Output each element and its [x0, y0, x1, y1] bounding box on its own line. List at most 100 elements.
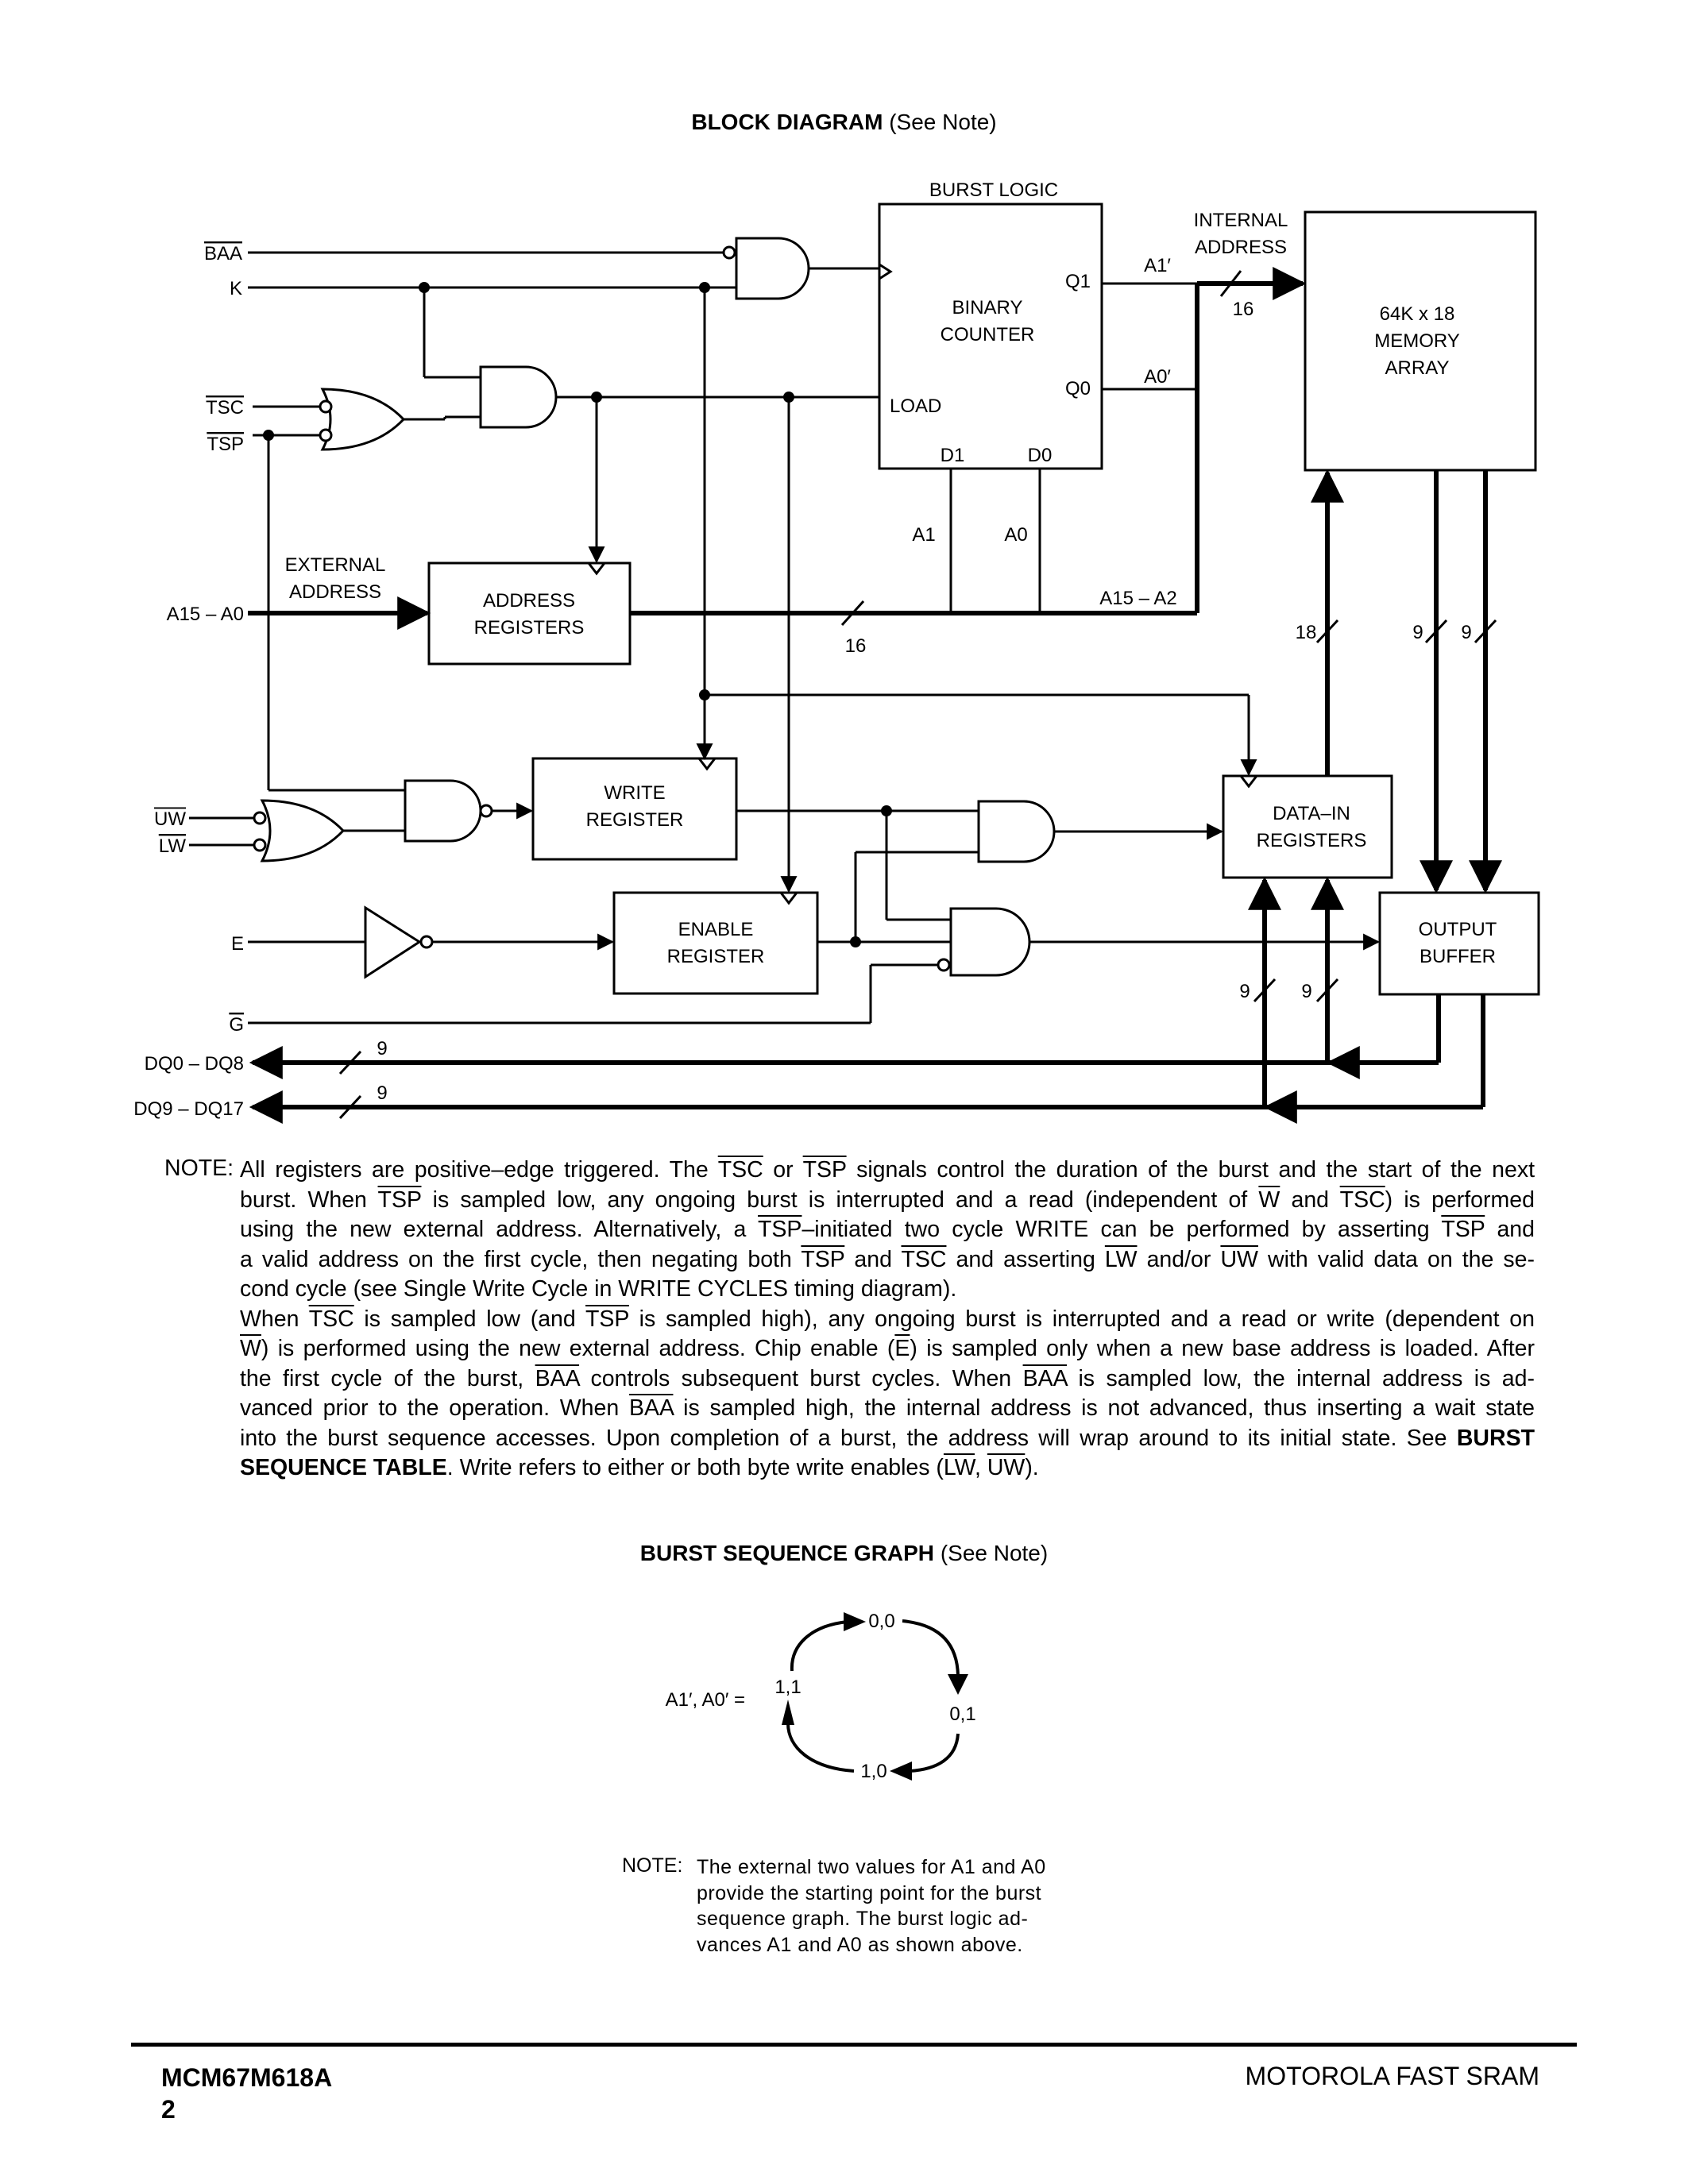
overlined-signal: TSP	[802, 1157, 847, 1183]
note-label: NOTE:	[164, 1156, 234, 1181]
note-line: cond cycle (see Single Write Cycle in WR…	[240, 1276, 957, 1302]
data-in-label-2: REGISTERS	[1257, 830, 1367, 851]
burst-note-line-3: sequence graph. The burst logic ad-	[697, 1908, 1029, 1930]
binary-counter-block	[878, 203, 1103, 470]
a1-prime-label: A1′	[1144, 255, 1171, 276]
footer-rule	[131, 2043, 1577, 2047]
arrowhead-to-00	[844, 1612, 866, 1631]
overlined-signal: W	[1258, 1187, 1280, 1213]
and-gate-output	[949, 907, 1031, 977]
a15-a2-label: A15 – A2	[1099, 588, 1176, 609]
overlined-signal: TSC	[901, 1246, 947, 1272]
note-line: vanced prior to the operation. When BAA …	[240, 1395, 1535, 1421]
block-diagram: BAA K TSC TSP A15 – A0 UW LW E G DQ0 – D…	[133, 179, 1540, 1124]
bus-width-9-b: 9	[1461, 622, 1471, 643]
footer-left: MCM67M618A 2	[161, 2062, 332, 2125]
enable-register-block	[612, 891, 819, 995]
arc-11-to-00	[790, 1620, 848, 1672]
note-line: When TSC is sampled low (and TSP is samp…	[240, 1306, 1535, 1332]
note-line: using the new external address. Alternat…	[240, 1217, 1535, 1242]
lw-label: LW	[159, 835, 187, 857]
arrowhead-to-01	[948, 1674, 968, 1695]
and-gate-baa-k	[735, 237, 810, 300]
memory-label-3: ARRAY	[1385, 357, 1450, 379]
k-label: K	[230, 278, 242, 299]
g-label: G	[229, 1014, 244, 1036]
and-gate-data-in	[977, 800, 1056, 863]
load-label: LOAD	[890, 396, 941, 417]
tsp-label: TSP	[207, 434, 244, 455]
arc-01-to-10	[909, 1733, 960, 1773]
tsc-label: TSC	[206, 397, 244, 419]
overlined-signal: UW	[987, 1455, 1026, 1480]
burst-graph-prefix: A1′, A0′ =	[666, 1689, 745, 1711]
overlined-signal: TSP	[585, 1306, 629, 1332]
arc-10-to-11	[786, 1723, 855, 1773]
overlined-signal: BAA	[535, 1365, 580, 1391]
overlined-signal: W	[240, 1336, 261, 1361]
overlined-signal: TSC	[717, 1157, 763, 1183]
a1-label: A1	[912, 524, 935, 546]
state-01: 0,1	[949, 1704, 975, 1725]
address-registers-block	[427, 561, 632, 666]
q0-label: Q0	[1065, 378, 1091, 399]
junction-dots	[263, 282, 892, 947]
note-body: All registers are positive–edge triggere…	[240, 1156, 1535, 1484]
note-line: W) is performed using the new external a…	[240, 1336, 1535, 1361]
memory-label-1: 64K x 18	[1380, 303, 1455, 325]
burst-logic-label: BURST LOGIC	[929, 179, 1058, 201]
overlined-signal: LW	[943, 1455, 975, 1480]
overlined-signal: TSC	[1339, 1187, 1385, 1213]
bus-width-9-a: 9	[1412, 622, 1423, 643]
address-registers-label-1: ADDRESS	[483, 590, 575, 612]
overlined-signal: TSP	[1441, 1217, 1485, 1242]
a0-prime-label: A0′	[1144, 366, 1171, 388]
burst-graph-title-text: BURST SEQUENCE GRAPH	[639, 1541, 935, 1565]
enable-register-label-1: ENABLE	[678, 919, 754, 940]
note-line: All registers are positive–edge triggere…	[240, 1157, 1535, 1183]
bold-reference: BURST	[1456, 1425, 1535, 1451]
e-label: E	[231, 933, 244, 955]
block-diagram-title-text: BLOCK DIAGRAM	[691, 110, 883, 134]
block-diagram-title-note: (See Note)	[889, 110, 997, 134]
or-gate-uw-lw	[260, 799, 346, 862]
note-line: SEQUENCE TABLE. Write refers to either o…	[240, 1455, 1039, 1480]
write-register-label-1: WRITE	[604, 782, 665, 804]
address-input-label: A15 – A0	[167, 604, 244, 625]
overlined-signal: UW	[1220, 1246, 1258, 1272]
bus-width-9-d: 9	[1301, 981, 1311, 1002]
and-gate-load	[479, 365, 558, 429]
block-diagram-title: BLOCK DIAGRAM (See Note)	[0, 110, 1688, 135]
bus-width-9-f: 9	[377, 1082, 387, 1104]
arrowhead-to-10	[890, 1761, 912, 1781]
bus-width-16-internal: 16	[1233, 299, 1254, 320]
overlined-signal: BAA	[1022, 1365, 1068, 1391]
enable-register-label-2: REGISTER	[667, 946, 765, 967]
binary-counter-label-1: BINARY	[952, 297, 1023, 318]
arrowhead-to-11	[782, 1700, 794, 1725]
data-in-label-1: DATA–IN	[1273, 803, 1350, 824]
burst-note-label: NOTE:	[622, 1854, 683, 1877]
external-address-label-2: ADDRESS	[289, 581, 381, 603]
state-00: 0,0	[868, 1611, 894, 1632]
overlined-signal: BAA	[628, 1395, 674, 1421]
dq-low-label: DQ0 – DQ8	[145, 1053, 244, 1075]
inverter-e	[364, 905, 422, 979]
state-10: 1,0	[860, 1761, 886, 1782]
output-buffer-block	[1378, 891, 1540, 996]
internal-address-label-2: ADDRESS	[1195, 237, 1287, 258]
and-gate-write	[404, 779, 482, 843]
arc-00-to-01	[902, 1619, 960, 1677]
or-gate-tsc-tsp	[320, 388, 406, 451]
overlined-signal: E	[894, 1336, 910, 1361]
burst-note-body: The external two values for A1 and A0 pr…	[697, 1854, 1098, 1958]
bus-width-9-e: 9	[377, 1038, 387, 1059]
note-line: into the burst sequence accesses. Upon c…	[240, 1425, 1535, 1451]
burst-graph-title: BURST SEQUENCE GRAPH (See Note)	[0, 1541, 1688, 1566]
state-11: 1,1	[774, 1677, 801, 1698]
memory-label-2: MEMORY	[1374, 330, 1460, 352]
bold-reference: SEQUENCE TABLE	[240, 1455, 447, 1480]
page-number: 2	[161, 2095, 176, 2124]
binary-counter-label-2: COUNTER	[941, 324, 1035, 345]
burst-note-line-4: vances A1 and A0 as shown above.	[697, 1933, 1023, 1956]
